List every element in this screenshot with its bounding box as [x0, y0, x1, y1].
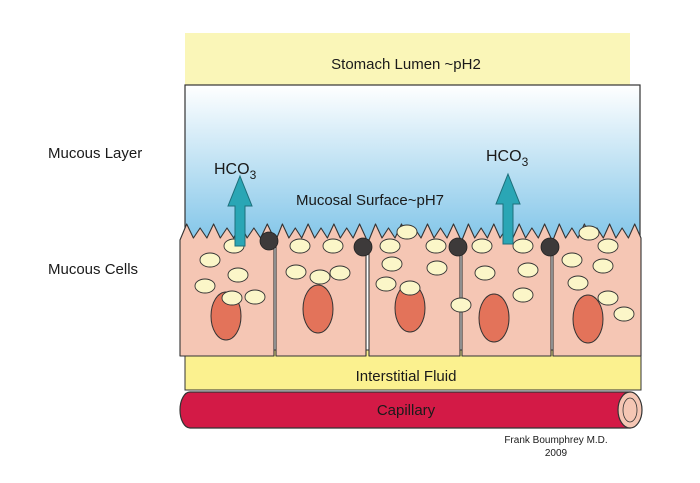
mucous-cells-label: Mucous Cells [48, 261, 138, 278]
mucus-granule [285, 264, 307, 280]
mucus-granule [512, 287, 534, 303]
mucus-granule [512, 238, 534, 254]
mucus-granule [592, 258, 614, 274]
mucous-layer-label: Mucous Layer [48, 145, 142, 162]
bicarbonate-arrow-left [227, 174, 253, 247]
mucosal-surface-label: Mucosal Surface~pH7 [296, 192, 444, 209]
mucous-layer [184, 84, 641, 246]
tight-junction [540, 237, 560, 257]
mucus-granule [381, 256, 403, 272]
mucus-granule [379, 238, 401, 254]
stomach-lumen-band [185, 33, 630, 85]
mucus-granule [517, 262, 539, 278]
tight-junction [259, 231, 279, 251]
mucus-granule [322, 238, 344, 254]
bicarbonate-label-left: HCO3 [214, 161, 257, 182]
interstitial-fluid-label: Interstitial Fluid [356, 368, 457, 385]
mucous-cells-group [179, 223, 642, 357]
mucus-granule [578, 225, 600, 241]
capillary [179, 391, 643, 429]
mucus-granule [396, 224, 418, 240]
mucus-granule [450, 297, 472, 313]
mucus-granule [375, 276, 397, 292]
stomach-lumen-label: Stomach Lumen ~pH2 [331, 56, 481, 73]
mucus-granule [567, 275, 589, 291]
mucus-granule [471, 238, 493, 254]
mucus-granule [244, 289, 266, 305]
mucus-granule [199, 252, 221, 268]
bicarbonate-label-right: HCO3 [486, 148, 529, 169]
mucus-granule [426, 260, 448, 276]
capillary-lumen [622, 397, 638, 423]
mucus-granule [613, 306, 635, 322]
author-credit: Frank Boumphrey M.D. [504, 435, 607, 446]
mucus-granule [474, 265, 496, 281]
bicarbonate-arrow-right [495, 172, 521, 245]
mucus-granule [329, 265, 351, 281]
mucus-granule [289, 238, 311, 254]
cell-nucleus [572, 294, 604, 344]
mucus-granule [425, 238, 447, 254]
mucus-granule [561, 252, 583, 268]
mucus-granule [399, 280, 421, 296]
mucus-granule [194, 278, 216, 294]
cell-nucleus [302, 284, 334, 334]
mucus-granule [597, 238, 619, 254]
capillary-label: Capillary [377, 402, 436, 419]
tight-junction [353, 237, 373, 257]
tight-junction [448, 237, 468, 257]
interstitial-fluid-band [184, 349, 642, 391]
mucus-granule [221, 290, 243, 306]
mucus-granule [227, 267, 249, 283]
mucus-granule [309, 269, 331, 285]
credit-year: 2009 [545, 448, 568, 459]
mucus-granule [597, 290, 619, 306]
cell-nucleus [478, 293, 510, 343]
